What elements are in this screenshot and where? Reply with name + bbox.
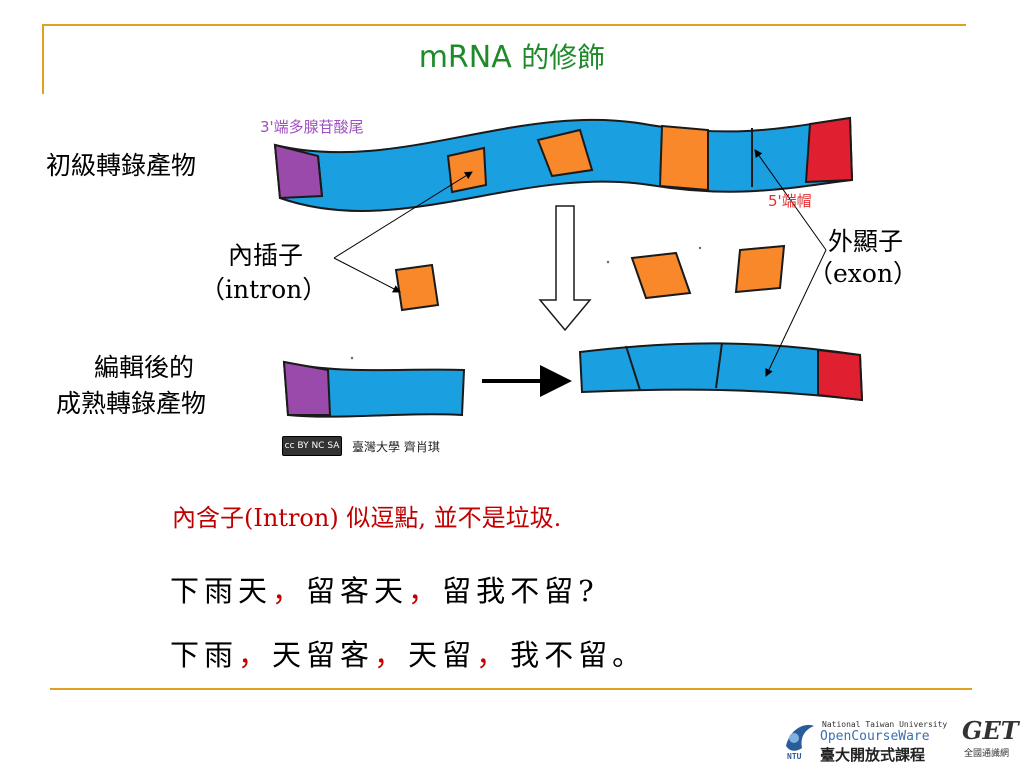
exon-pointer — [765, 249, 827, 377]
proverb-phrase: 下雨天 — [170, 574, 273, 608]
processing-down-arrow — [538, 205, 592, 332]
ocw-university-text: National Taiwan University — [822, 720, 948, 729]
cap-segment — [804, 116, 854, 184]
intron-note: 內含子(Intron) 似逗點, 並不是垃圾. — [172, 504, 562, 532]
mature-cap-segment — [817, 348, 864, 402]
proverb-comma: ， — [238, 638, 273, 672]
get-subtitle: 全國通識網 — [964, 749, 1010, 759]
exon-pointer — [754, 149, 827, 251]
cap-label: 5'端帽 — [768, 192, 812, 210]
mature-tail-segment — [282, 360, 332, 416]
mature-label-line2: 成熟轉錄產物 — [56, 389, 207, 418]
proverb-phrase: 留客天 — [306, 574, 409, 608]
intron-en-label: （intron） — [200, 275, 328, 304]
exon-label: 外顯子 — [828, 227, 904, 256]
mature-label-line1: 編輯後的 — [94, 353, 195, 382]
title-cjk: 的修飾 — [521, 41, 606, 74]
slide-title: mRNA 的修飾 — [0, 36, 1024, 76]
proverb-comma: ， — [476, 638, 511, 672]
poly-a-label: 3'端多腺苷酸尾 — [260, 118, 364, 136]
get-logo: GET — [962, 716, 1019, 745]
proverb-comma: ， — [272, 574, 307, 608]
proverb-phrase: 留我不留? — [442, 574, 599, 608]
intron-segment — [536, 128, 594, 178]
proverb-phrase: 天留客 — [272, 638, 375, 672]
excised-intron — [734, 244, 786, 294]
intron-segment — [658, 124, 709, 192]
ocw-name: OpenCourseWare — [820, 729, 930, 744]
ntu-abbr: NTU — [787, 752, 802, 761]
intron-pointer — [333, 257, 401, 293]
top-rule — [42, 24, 966, 26]
exon-en-label: （exon） — [808, 259, 919, 288]
ntu-ocw-logo-icon — [786, 724, 814, 751]
proverb-phrase: 我不留。 — [510, 638, 647, 672]
excised-intron — [630, 251, 692, 300]
bottom-rule — [50, 688, 972, 690]
cc-license-badge: cc BY NC SA — [282, 436, 342, 456]
intron-segment — [446, 146, 488, 194]
proverb-comma: ， — [408, 574, 443, 608]
intron-pointer — [333, 171, 473, 259]
left-rule — [42, 24, 44, 94]
excised-intron — [394, 263, 440, 312]
intron-label: 內插子 — [228, 241, 304, 270]
proverb-phrase: 下雨 — [170, 638, 239, 672]
proverb-phrase: 天留 — [408, 638, 477, 672]
title-latin: mRNA — [418, 40, 512, 75]
primary-transcript-label: 初級轉錄產物 — [46, 151, 197, 180]
proverb-line-2: 下雨，天留客，天留，我不留。 — [170, 632, 646, 674]
license-credit: 臺灣大學 齊肖琪 — [352, 440, 440, 454]
proverb-line-1: 下雨天，留客天，留我不留? — [170, 568, 599, 610]
ntu-ocw-name: 臺大開放式課程 — [820, 746, 926, 764]
proverb-comma: ， — [374, 638, 409, 672]
